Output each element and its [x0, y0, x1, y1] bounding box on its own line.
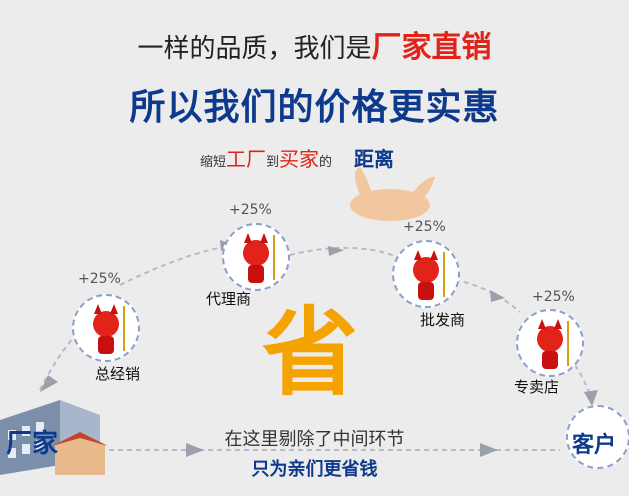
headline-line-1: 一样的品质，我们是厂家直销 [0, 22, 629, 66]
hand-icon [350, 167, 435, 221]
sub-text-distance: 距离 [354, 147, 395, 171]
devil-icon [72, 294, 140, 362]
stage-2-label: 代理商 [206, 290, 252, 308]
stage-4-markup: +25% [532, 289, 575, 305]
bottom-slogan: 只为亲们更省钱 [251, 459, 378, 480]
customer-label: 客户 [572, 433, 617, 458]
stage-4-label: 专卖店 [514, 378, 560, 396]
middle-text: 在这里剔除了中间环节 [224, 429, 405, 450]
stage-1-markup: +25% [78, 271, 121, 287]
stage-3-markup: +25% [403, 219, 446, 235]
factory-icon [0, 400, 108, 475]
stage-1-label: 总经销 [95, 365, 141, 383]
headline-line-2: 所以我们的价格更实惠 [129, 87, 500, 128]
devil-icon [392, 240, 460, 308]
sub-text-factory: 工厂 [226, 147, 267, 171]
save-character: 省 [262, 297, 358, 409]
stage-3-label: 批发商 [420, 311, 466, 329]
headline-prefix: 一样的品质，我们是 [137, 34, 372, 64]
devil-icon [516, 309, 584, 377]
headline-highlight: 厂家直销 [371, 30, 492, 65]
devil-icon [222, 223, 290, 291]
sub-text-a: 缩短 [200, 155, 227, 170]
stage-2-markup: +25% [229, 202, 272, 218]
sub-text-to: 到 [266, 155, 280, 170]
factory-label: 厂家 [6, 429, 59, 459]
customer-avatar [566, 405, 629, 469]
sub-text-buyer: 买家 [279, 147, 320, 171]
sub-text-de: 的 [319, 155, 333, 170]
subheadline: 缩短工厂到买家的 距离 [200, 143, 394, 172]
